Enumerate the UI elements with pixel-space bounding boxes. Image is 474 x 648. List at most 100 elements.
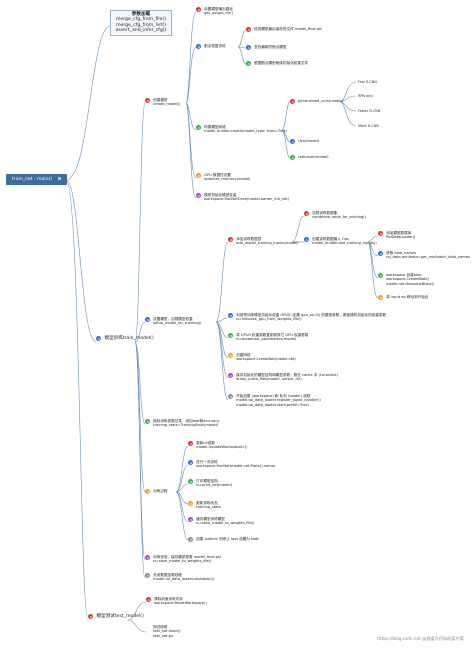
node-title: 根据断点模型继续初始化权重文件 xyxy=(254,61,309,65)
node-title: 模型初始化模型变量 xyxy=(204,193,237,197)
node-subtitle: nu.save_model_to_weights_file() xyxy=(196,521,255,526)
node-title: rfcn(model) xyxy=(298,139,320,143)
node-title: 关闭数据加载线程 xyxy=(153,573,182,577)
build-item[interactable]: rfcn(model) xyxy=(290,139,319,144)
node-title: 如果 outliers 则停止 loss 设置为 NaN xyxy=(196,537,259,541)
params-line: assert_and_infer_cfg() xyxy=(115,28,167,34)
loop-node[interactable]: 训练过程 xyxy=(145,489,168,494)
resume-item[interactable]: 查找最新的断点模型 xyxy=(246,45,287,50)
info-icon xyxy=(228,313,233,318)
node-title: 创建训练数据输入 Ops xyxy=(312,237,350,241)
node-title: 指标训练参数记录，添加stat和accuracy xyxy=(153,419,220,423)
rcnn-type[interactable]: RPN only xyxy=(358,94,374,98)
dump-proto-node[interactable]: 保存初始化的模型结构和模型参数，跑在 cache 中 (f.prorotxt)d… xyxy=(228,373,338,382)
loop-item[interactable]: 更新训练状态 training_stats xyxy=(188,501,221,510)
node-title: 清除前面训练内存 xyxy=(154,597,183,601)
rcnn-type[interactable]: Fast R-CNN xyxy=(358,80,377,84)
priority-icon xyxy=(290,99,295,104)
resume-node[interactable]: 断点恢复训练 xyxy=(196,44,226,49)
node-title: 测试网络 xyxy=(153,625,168,629)
node-title: 获取 blob_names xyxy=(386,251,417,255)
build-item[interactable]: retinanet(model) xyxy=(290,155,329,160)
flag-icon xyxy=(196,193,201,198)
info-icon xyxy=(145,317,150,322)
priority-icon xyxy=(304,211,309,216)
flag-icon xyxy=(145,555,150,560)
node-subtitle: model.roi_data_loader.register_sigint_ha… xyxy=(236,398,321,407)
info-icon xyxy=(96,336,101,341)
node-title: 添加训练数据层 xyxy=(236,237,262,241)
node-title: 查找最新的断点模型 xyxy=(254,45,287,49)
check-icon xyxy=(196,125,201,130)
node-subtitle: model_builder.create(model_type, train=T… xyxy=(204,129,288,134)
info-icon xyxy=(188,460,193,465)
loop-item[interactable]: 如果 outliers 则停止 loss 设置为 NaN xyxy=(188,537,259,542)
node-subtitle: workspace.CreateNet(model.net) xyxy=(236,357,296,362)
init-gpu-node[interactable]: 利用预训练模型初始化权重 GPU0 (如果 gpu_ss=0) 的模型参数，覆盖… xyxy=(228,313,386,322)
resume-item[interactable]: 检测模型最后保存的文件 model_final.pkl xyxy=(246,27,322,32)
warning-icon xyxy=(188,501,193,506)
params-line: merge_cfg_from_file() xyxy=(115,17,167,23)
root-node[interactable]: train_net : main() ⊞ xyxy=(6,174,68,185)
node-subtitle: RoIDataLoader() xyxy=(386,235,416,240)
node-title: 更新训练状态 xyxy=(196,501,218,505)
rcnn-type[interactable]: Mask R-CNN xyxy=(358,124,379,128)
info-icon xyxy=(246,45,251,50)
warning-icon xyxy=(145,489,150,494)
testing-subtitle: test_model() xyxy=(114,614,144,619)
training-title: 模型训练 xyxy=(104,336,123,341)
warning-icon xyxy=(228,353,233,358)
node-title: 断点恢复训练 xyxy=(204,44,226,48)
node-title: 将 input op 移动到开始处 xyxy=(386,295,429,299)
node-subtitle: nu.save_model_to_weights_file() xyxy=(153,559,212,564)
flag-icon xyxy=(188,517,193,522)
rcnn-type[interactable]: Faster R-CNN xyxy=(358,109,381,113)
testing-node[interactable]: 模型测试test_model() xyxy=(88,614,144,619)
testing-title: 模型测试 xyxy=(96,614,115,619)
build-item[interactable]: generalized_rcnn(model) xyxy=(290,99,343,104)
node-subtitle: nu.initialize_gpu_from_weights_file() xyxy=(236,317,302,322)
expand-icon[interactable]: ⊞ xyxy=(57,177,62,182)
training-node[interactable]: 模型训练train_model() xyxy=(96,336,154,341)
node-subtitle: workspace.CreateBlob() model.net.Dequeue… xyxy=(386,277,435,286)
check-icon xyxy=(290,155,295,160)
priority-icon xyxy=(246,27,251,32)
ops-item[interactable]: 将 input op 移动到开始处 xyxy=(378,295,428,300)
root-label: train_net : main() xyxy=(12,177,53,182)
check-icon xyxy=(246,61,251,66)
node-title: 训练完成，保存模型参数 model_final.pkl xyxy=(153,555,222,559)
node-subtitle: model.roi_data_loader.shutdown() xyxy=(153,577,215,582)
check-icon xyxy=(228,333,233,338)
resume-item[interactable]: 根据断点模型继续初始化权重文件 xyxy=(246,61,308,66)
node-subtitle: setup_model_for_training() xyxy=(153,321,202,326)
check-icon xyxy=(188,479,193,484)
params-node[interactable]: 参数加载 merge_cfg_from_file() merge_cfg_fro… xyxy=(110,10,172,36)
priority-icon xyxy=(188,441,193,446)
note-icon xyxy=(188,537,193,542)
node-title: 训练过程 xyxy=(153,489,168,493)
